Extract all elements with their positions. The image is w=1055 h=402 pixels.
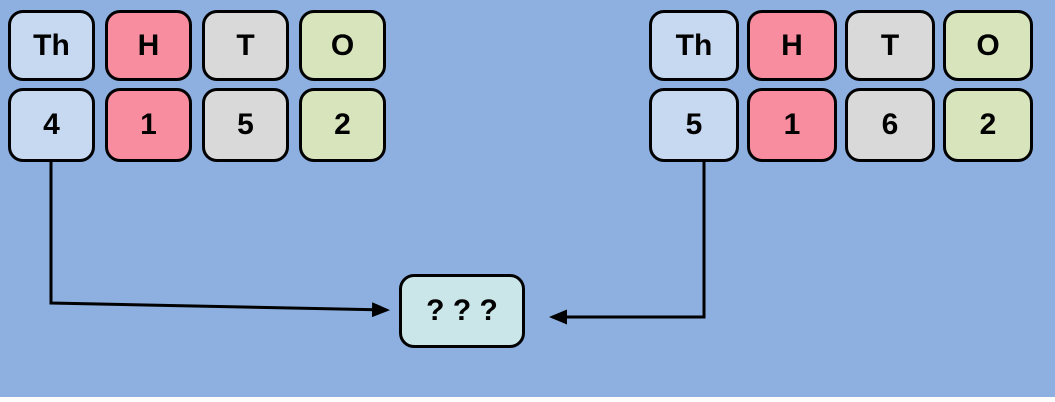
digit-cell-ones-left: 2 <box>299 88 386 162</box>
header-cell-thousands-left: Th <box>8 10 95 81</box>
digit-row-left: 4 1 5 2 <box>8 88 386 162</box>
arrow-from-left-thousands-icon <box>49 162 390 318</box>
header-row-left: Th H T O <box>8 10 386 81</box>
header-cell-hundreds-right: H <box>747 10 837 81</box>
digit-cell-tens-left: 5 <box>202 88 289 162</box>
digit-row-right: 5 1 6 2 <box>649 88 1033 162</box>
mystery-result-box: ? ? ? <box>399 274 525 348</box>
header-cell-tens-left: T <box>202 10 289 81</box>
header-cell-ones-left: O <box>299 10 386 81</box>
digit-cell-ones-right: 2 <box>943 88 1033 162</box>
header-cell-thousands-right: Th <box>649 10 739 81</box>
bottom-margin <box>0 397 1055 402</box>
place-value-table-right: Th H T O 5 1 6 2 <box>649 10 1033 162</box>
digit-cell-hundreds-right: 1 <box>747 88 837 162</box>
header-cell-hundreds-left: H <box>105 10 192 81</box>
arrow-from-right-thousands-icon <box>549 162 706 325</box>
place-value-table-left: Th H T O 4 1 5 2 <box>8 10 386 162</box>
digit-cell-thousands-right: 5 <box>649 88 739 162</box>
header-cell-ones-right: O <box>943 10 1033 81</box>
digit-cell-tens-right: 6 <box>845 88 935 162</box>
header-row-right: Th H T O <box>649 10 1033 81</box>
digit-cell-hundreds-left: 1 <box>105 88 192 162</box>
digit-cell-thousands-left: 4 <box>8 88 95 162</box>
header-cell-tens-right: T <box>845 10 935 81</box>
